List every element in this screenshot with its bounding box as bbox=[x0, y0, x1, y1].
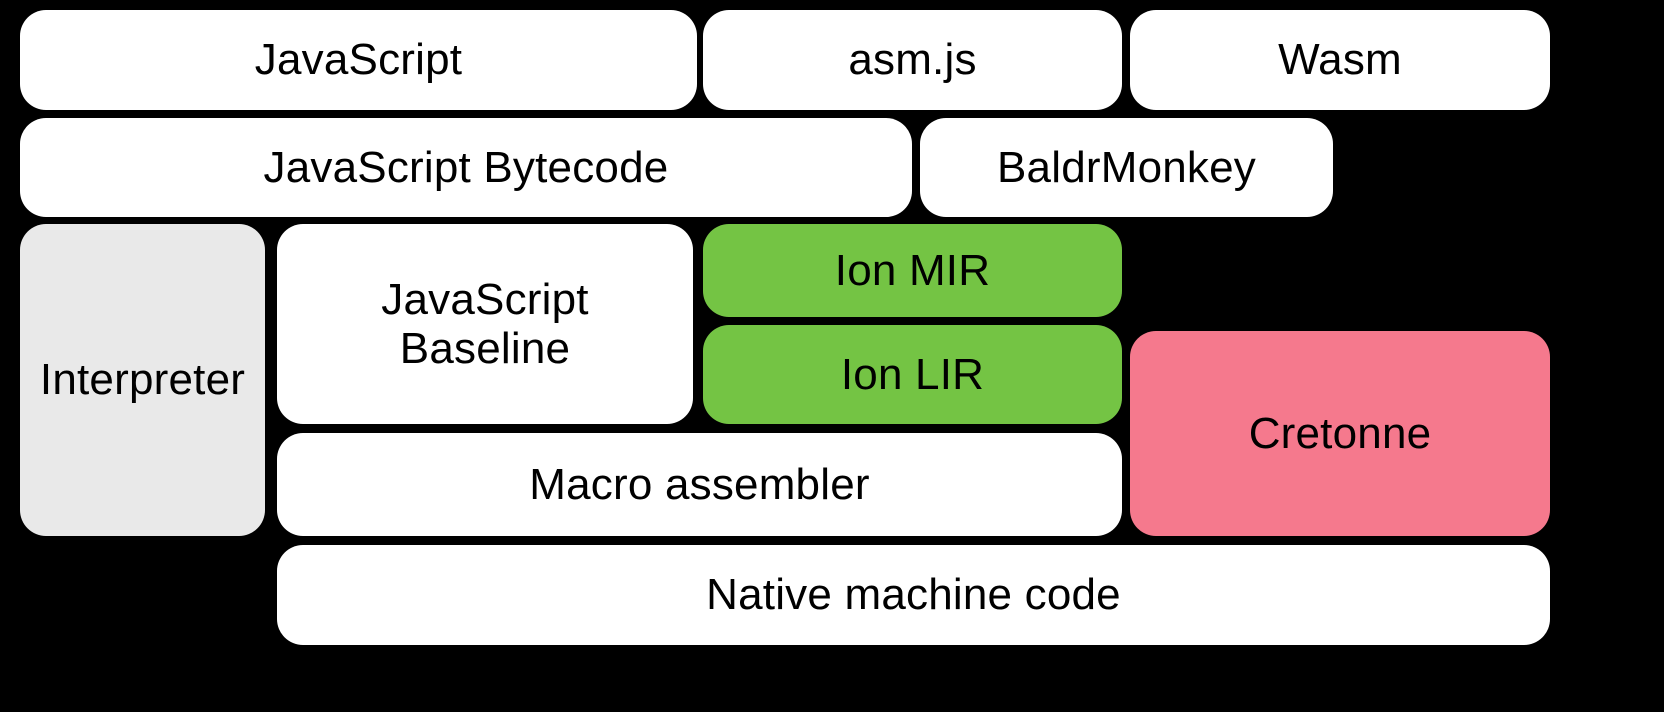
node-cretonne[interactable]: Cretonne bbox=[1130, 331, 1550, 536]
node-label: Ion MIR bbox=[834, 245, 991, 295]
node-label: Cretonne bbox=[1248, 408, 1432, 458]
node-baldrmonkey[interactable]: BaldrMonkey bbox=[920, 118, 1333, 217]
node-asm-js[interactable]: asm.js bbox=[703, 10, 1122, 110]
node-ion-mir[interactable]: Ion MIR bbox=[703, 224, 1122, 317]
node-label: Ion LIR bbox=[840, 349, 985, 399]
node-javascript-baseline[interactable]: JavaScript Baseline bbox=[277, 224, 693, 424]
node-javascript[interactable]: JavaScript bbox=[20, 10, 697, 110]
node-label: JavaScript Baseline bbox=[381, 274, 589, 373]
node-label: BaldrMonkey bbox=[997, 142, 1256, 192]
node-ion-lir[interactable]: Ion LIR bbox=[703, 325, 1122, 424]
node-label: JavaScript bbox=[254, 35, 463, 85]
node-macro-assembler[interactable]: Macro assembler bbox=[277, 433, 1122, 536]
node-interpreter[interactable]: Interpreter bbox=[20, 224, 265, 536]
node-label: Wasm bbox=[1278, 35, 1402, 85]
node-label: JavaScript Bytecode bbox=[263, 142, 669, 192]
node-label: asm.js bbox=[848, 35, 977, 85]
node-javascript-bytecode[interactable]: JavaScript Bytecode bbox=[20, 118, 912, 217]
node-wasm[interactable]: Wasm bbox=[1130, 10, 1550, 110]
node-label: Macro assembler bbox=[529, 459, 870, 509]
node-native-machine-code[interactable]: Native machine code bbox=[277, 545, 1550, 645]
node-label: Native machine code bbox=[706, 570, 1121, 620]
node-label: Interpreter bbox=[39, 355, 246, 405]
